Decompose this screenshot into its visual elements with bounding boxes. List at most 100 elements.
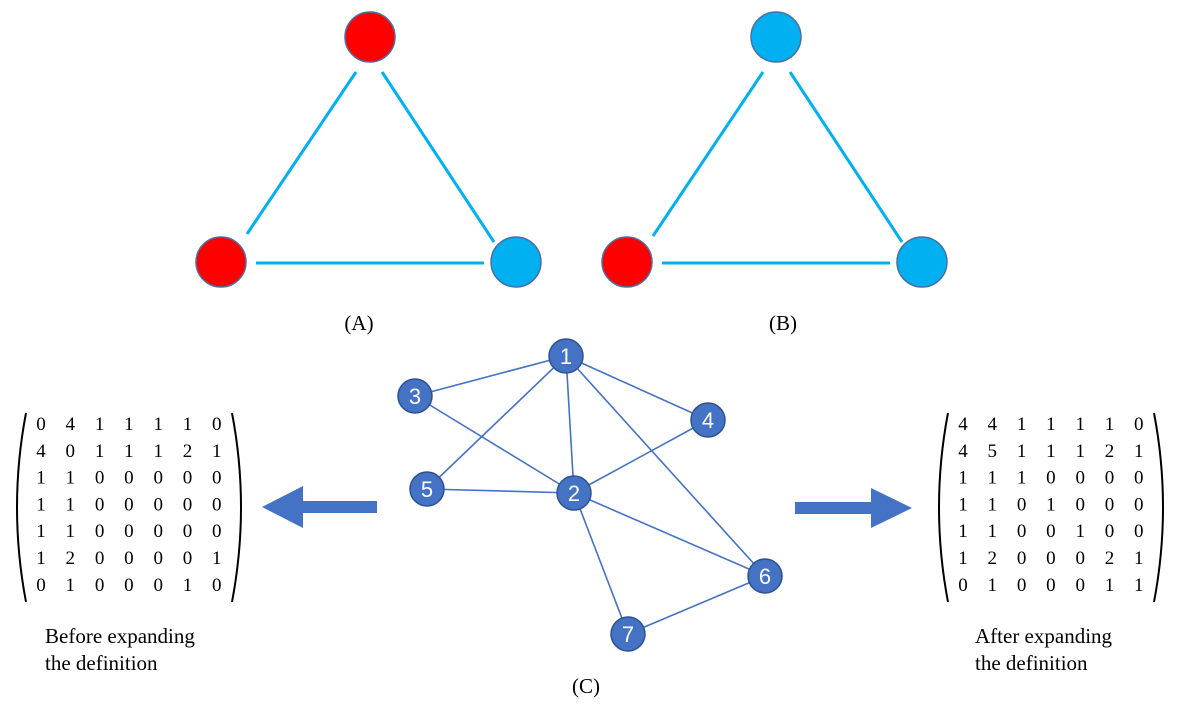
after-matrix-cell-1-1: 5 bbox=[988, 441, 998, 462]
graph-node-circle-3 bbox=[397, 378, 433, 414]
graph-node-label-7: 7 bbox=[622, 622, 634, 647]
after-matrix-cell-0-3: 1 bbox=[1046, 414, 1056, 435]
after-matrix-cell-5-0: 1 bbox=[958, 548, 968, 569]
before-matrix-cell-2-2: 0 bbox=[95, 468, 105, 489]
panel-a-edge-top-right bbox=[380, 71, 496, 243]
graph-node-label-1: 1 bbox=[560, 344, 572, 369]
before-matrix-cell-4-6: 0 bbox=[212, 521, 222, 542]
after-matrix-cell-2-1: 1 bbox=[988, 468, 998, 489]
after-matrix-cell-5-4: 0 bbox=[1075, 548, 1085, 569]
before-matrix-cell-4-0: 1 bbox=[36, 521, 46, 542]
after-matrix-cell-2-0: 1 bbox=[958, 468, 968, 489]
before-matrix-cell-3-1: 1 bbox=[66, 494, 76, 515]
before-matrix-left-paren bbox=[16, 412, 27, 603]
after-matrix-cell-0-4: 1 bbox=[1075, 414, 1085, 435]
graph-node-label-3: 3 bbox=[409, 384, 421, 409]
before-caption-line2: the definition bbox=[45, 651, 158, 675]
before-matrix-cell-6-6: 0 bbox=[212, 575, 222, 596]
panel-a-edge-top-left bbox=[245, 71, 358, 235]
before-matrix-cell-0-0: 0 bbox=[36, 414, 46, 435]
after-matrix-cell-4-5: 0 bbox=[1105, 521, 1115, 542]
arrow-left bbox=[262, 486, 377, 528]
panel-a: (A) bbox=[195, 11, 542, 335]
before-matrix-cell-6-3: 0 bbox=[124, 575, 134, 596]
after-matrix-cell-6-1: 1 bbox=[988, 575, 998, 596]
graph-node-label-2: 2 bbox=[568, 481, 580, 506]
before-matrix-cell-0-4: 1 bbox=[153, 414, 163, 435]
panel-c-edges bbox=[414, 355, 766, 635]
graph-node-circle-2 bbox=[556, 475, 592, 511]
graph-node-3: 3 bbox=[397, 378, 433, 414]
after-matrix-cell-5-1: 2 bbox=[988, 548, 998, 569]
before-matrix-cell-0-3: 1 bbox=[124, 414, 134, 435]
after-matrix-cell-1-4: 1 bbox=[1075, 441, 1085, 462]
after-matrix-cell-2-6: 0 bbox=[1134, 468, 1144, 489]
after-matrix-cell-3-3: 1 bbox=[1046, 494, 1056, 515]
graph-node-6: 6 bbox=[747, 558, 783, 594]
after-matrix-cell-4-2: 0 bbox=[1017, 521, 1027, 542]
after-matrix-cell-6-3: 0 bbox=[1046, 575, 1056, 596]
panel-b-node-bottom-right bbox=[896, 236, 948, 288]
graph-node-1: 1 bbox=[548, 338, 584, 374]
after-matrix-cell-2-2: 1 bbox=[1017, 468, 1027, 489]
before-matrix-cell-3-6: 0 bbox=[212, 494, 222, 515]
before-matrix-cell-6-1: 1 bbox=[66, 575, 76, 596]
before-matrix-cell-1-1: 0 bbox=[66, 441, 76, 462]
before-matrix-cell-6-5: 1 bbox=[183, 575, 193, 596]
panel-a-node-bottom-left bbox=[195, 236, 247, 288]
before-matrix-cell-6-4: 0 bbox=[153, 575, 163, 596]
after-matrix-cell-0-5: 1 bbox=[1105, 414, 1115, 435]
graph-edge-1-6 bbox=[565, 355, 766, 577]
before-matrix-cell-1-5: 2 bbox=[183, 441, 193, 462]
before-matrix-cell-2-1: 1 bbox=[66, 468, 76, 489]
graph-edge-1-5 bbox=[426, 355, 567, 490]
after-matrix-cell-3-5: 0 bbox=[1105, 494, 1115, 515]
before-matrix-cell-1-3: 1 bbox=[124, 441, 134, 462]
graph-node-circle-5 bbox=[409, 471, 445, 507]
after-matrix-cell-3-2: 0 bbox=[1017, 494, 1027, 515]
graph-node-circle-7 bbox=[610, 616, 646, 652]
before-matrix-cell-0-6: 0 bbox=[212, 414, 222, 435]
before-matrix-cell-6-2: 0 bbox=[95, 575, 105, 596]
panel-b-label: (B) bbox=[769, 311, 797, 335]
graph-node-4: 4 bbox=[690, 402, 726, 438]
panel-b-node-bottom-left bbox=[601, 236, 653, 288]
before-matrix-cell-0-2: 1 bbox=[95, 414, 105, 435]
after-matrix-cell-1-5: 2 bbox=[1105, 441, 1115, 462]
after-matrix-cell-1-0: 4 bbox=[958, 441, 968, 462]
before-matrix-cell-5-0: 1 bbox=[36, 548, 46, 569]
panel-b-node-top bbox=[750, 11, 802, 63]
after-matrix-cell-3-1: 1 bbox=[988, 494, 998, 515]
before-matrix-cell-4-2: 0 bbox=[95, 521, 105, 542]
before-matrix-cell-4-1: 1 bbox=[66, 521, 76, 542]
before-matrix-cell-4-3: 0 bbox=[124, 521, 134, 542]
before-matrix-cell-3-5: 0 bbox=[183, 494, 193, 515]
after-caption-line1: After expanding bbox=[975, 624, 1113, 648]
graph-edge-4-2 bbox=[573, 419, 709, 494]
after-caption-line2: the definition bbox=[975, 651, 1088, 675]
after-matrix-cell-2-4: 0 bbox=[1075, 468, 1085, 489]
before-matrix-cell-0-1: 4 bbox=[66, 414, 76, 435]
graph-node-label-6: 6 bbox=[759, 564, 771, 589]
after-matrix-cell-5-6: 1 bbox=[1134, 548, 1144, 569]
graph-node-circle-6 bbox=[747, 558, 783, 594]
after-matrix-cell-0-6: 0 bbox=[1134, 414, 1144, 435]
after-matrix-cell-0-2: 1 bbox=[1017, 414, 1027, 435]
before-matrix-cell-3-3: 0 bbox=[124, 494, 134, 515]
after-matrix-cell-5-2: 0 bbox=[1017, 548, 1027, 569]
before-matrix-cell-2-0: 1 bbox=[36, 468, 46, 489]
panel-a-node-top bbox=[344, 11, 396, 63]
before-caption-line1: Before expanding bbox=[45, 624, 195, 648]
after-matrix-cell-6-5: 1 bbox=[1105, 575, 1115, 596]
after-matrix-cell-4-0: 1 bbox=[958, 521, 968, 542]
after-matrix-cell-1-3: 1 bbox=[1046, 441, 1056, 462]
after-matrix-cell-5-3: 0 bbox=[1046, 548, 1056, 569]
before-matrix-cell-1-0: 4 bbox=[36, 441, 46, 462]
graph-edge-3-2 bbox=[414, 395, 575, 494]
before-matrix-cell-3-2: 0 bbox=[95, 494, 105, 515]
after-matrix-cell-6-4: 0 bbox=[1075, 575, 1085, 596]
after-matrix-cell-4-3: 0 bbox=[1046, 521, 1056, 542]
